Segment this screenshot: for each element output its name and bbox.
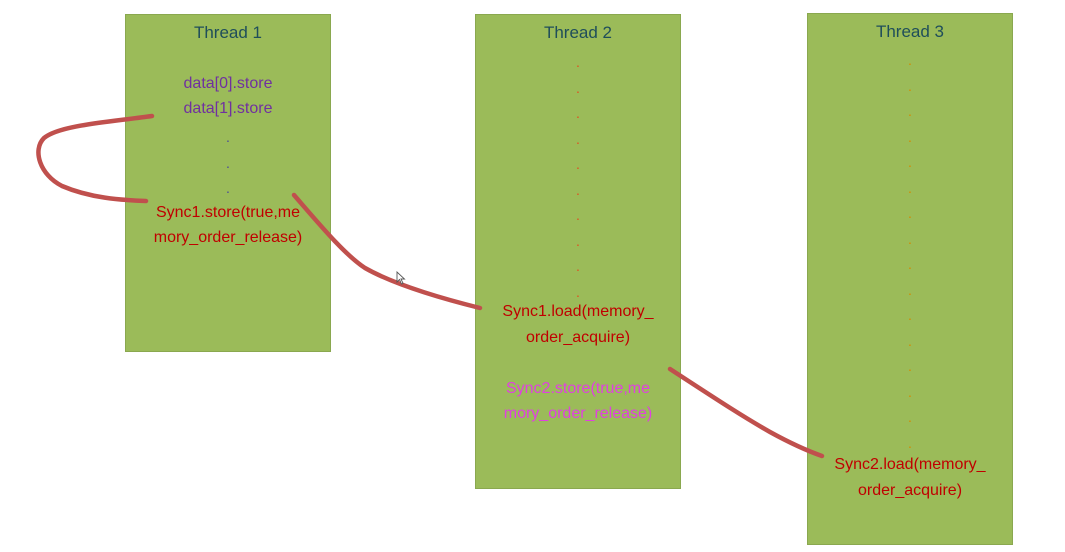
- sync1-load-line2: order_acquire): [525, 329, 631, 346]
- data0-store-text: data[0].store: [183, 75, 273, 92]
- thread-2-dot: .: [576, 207, 580, 223]
- thread-1-dot: .: [226, 154, 230, 171]
- thread-3-title: Thread 3: [875, 22, 945, 41]
- thread-3-dots: . . . . . . . . . . . . . . . .: [808, 48, 1012, 456]
- data1-store-text: data[1].store: [183, 100, 273, 117]
- sync1-load-line1: Sync1.load(memory_: [502, 303, 654, 320]
- thread-3-dot: .: [908, 77, 912, 94]
- thread-1-dots: . . .: [126, 125, 330, 202]
- thread-3-dot: .: [908, 103, 912, 119]
- thread-1-dot: .: [226, 180, 230, 196]
- thread-1-box: Thread 1 data[0].store data[1].store . .…: [125, 14, 331, 352]
- thread-3-dot: .: [908, 179, 912, 196]
- thread-3-dot: .: [908, 434, 912, 451]
- thread-3-dot: .: [908, 409, 912, 425]
- thread-3-dot: .: [908, 281, 912, 298]
- thread-2-dot: .: [576, 181, 580, 198]
- thread-2-dot: .: [576, 258, 580, 274]
- sync2-load-line2: order_acquire): [857, 482, 963, 499]
- thread-2-dot: .: [576, 105, 580, 121]
- thread-2-dots: . . . . . . . . . .: [476, 50, 680, 305]
- sync2-load-line1: Sync2.load(memory_: [834, 456, 986, 473]
- thread-3-dot: .: [908, 307, 912, 323]
- thread-3-box: Thread 3 . . . . . . . . . . . . . . . .…: [807, 13, 1013, 545]
- thread-2-dot: .: [576, 283, 580, 300]
- thread-3-dot: .: [908, 230, 912, 247]
- thread-2-dot: .: [576, 232, 580, 249]
- thread-3-dot: .: [908, 332, 912, 349]
- sync2-store-line1: Sync2.store(true,me: [505, 380, 651, 397]
- thread-2-title: Thread 2: [543, 23, 613, 42]
- mouse-cursor-icon: [396, 271, 406, 285]
- thread-3-dot: .: [908, 205, 912, 221]
- thread-3-dot: .: [908, 383, 912, 400]
- sync1-store-line2: mory_order_release): [153, 229, 303, 246]
- thread-3-dot: .: [908, 358, 912, 374]
- thread-3-dot: .: [908, 52, 912, 68]
- thread-2-box: Thread 2 . . . . . . . . . . Sync1.load(…: [475, 14, 681, 489]
- thread-3-dot: .: [908, 128, 912, 145]
- thread-2-dot: .: [576, 130, 580, 147]
- thread-2-dot: .: [576, 54, 580, 70]
- thread-2-dot: .: [576, 156, 580, 172]
- sync1-store-line1: Sync1.store(true,me: [155, 204, 301, 221]
- thread-3-dot: .: [908, 154, 912, 170]
- thread-1-title: Thread 1: [193, 23, 263, 42]
- thread-1-dot: .: [226, 129, 230, 145]
- sync2-store-line2: mory_order_release): [503, 405, 653, 422]
- thread-2-dot: .: [576, 79, 580, 96]
- release-acquire-arrow-2: [667, 366, 825, 459]
- thread-3-dot: .: [908, 256, 912, 272]
